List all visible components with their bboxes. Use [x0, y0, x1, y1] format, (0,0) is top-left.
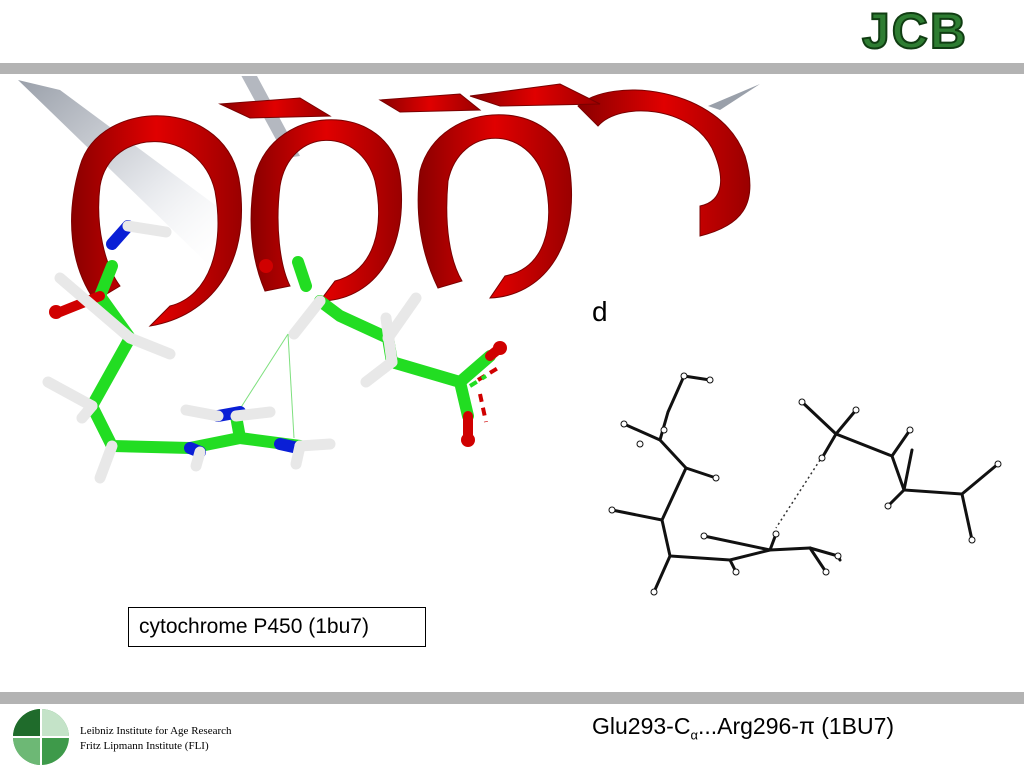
dashed-bond [468, 366, 500, 423]
oxygen-atom [49, 305, 63, 319]
top-divider-bar [0, 63, 1024, 74]
caption-text: cytochrome P450 (1bu7) [139, 615, 369, 638]
structure-label: Glu293-Cα...Arg296-π (1BU7) [592, 713, 894, 743]
oxygen-sticks [55, 291, 505, 445]
caption-box: cytochrome P450 (1bu7) [128, 607, 426, 647]
jcb-logo: JCB [861, 3, 1012, 59]
panel-label: d [592, 296, 608, 327]
structure-label-subscript: α [690, 727, 698, 743]
jcb-logo-text: JCB [861, 3, 969, 59]
wireframe-structure-drawing [608, 372, 1002, 596]
institute-line-2: Fritz Lipmann Institute (FLI) [80, 740, 209, 752]
oxygen-atom [493, 341, 507, 355]
oxygen-atom [259, 259, 273, 273]
hydrogen-bond-lines [237, 333, 295, 439]
institute-name: Leibniz Institute for Age Research Fritz… [80, 724, 232, 754]
molecular-structure-illustration [18, 76, 760, 484]
structure-label-suffix: ...Arg296-π (1BU7) [697, 713, 895, 739]
grey-ribbon-right [708, 84, 760, 110]
carbon-sticks [85, 256, 496, 455]
dotted-interaction [775, 459, 821, 529]
structure-label-prefix: Glu293-C [592, 713, 691, 739]
alpha-helix [71, 83, 751, 327]
oxygen-atom [461, 433, 475, 447]
grey-ribbon-left [18, 80, 230, 266]
bottom-divider-bar [0, 692, 1024, 704]
hydrogen-sticks [42, 220, 422, 484]
institute-line-1: Leibniz Institute for Age Research [80, 725, 232, 737]
institute-logo [13, 709, 69, 765]
